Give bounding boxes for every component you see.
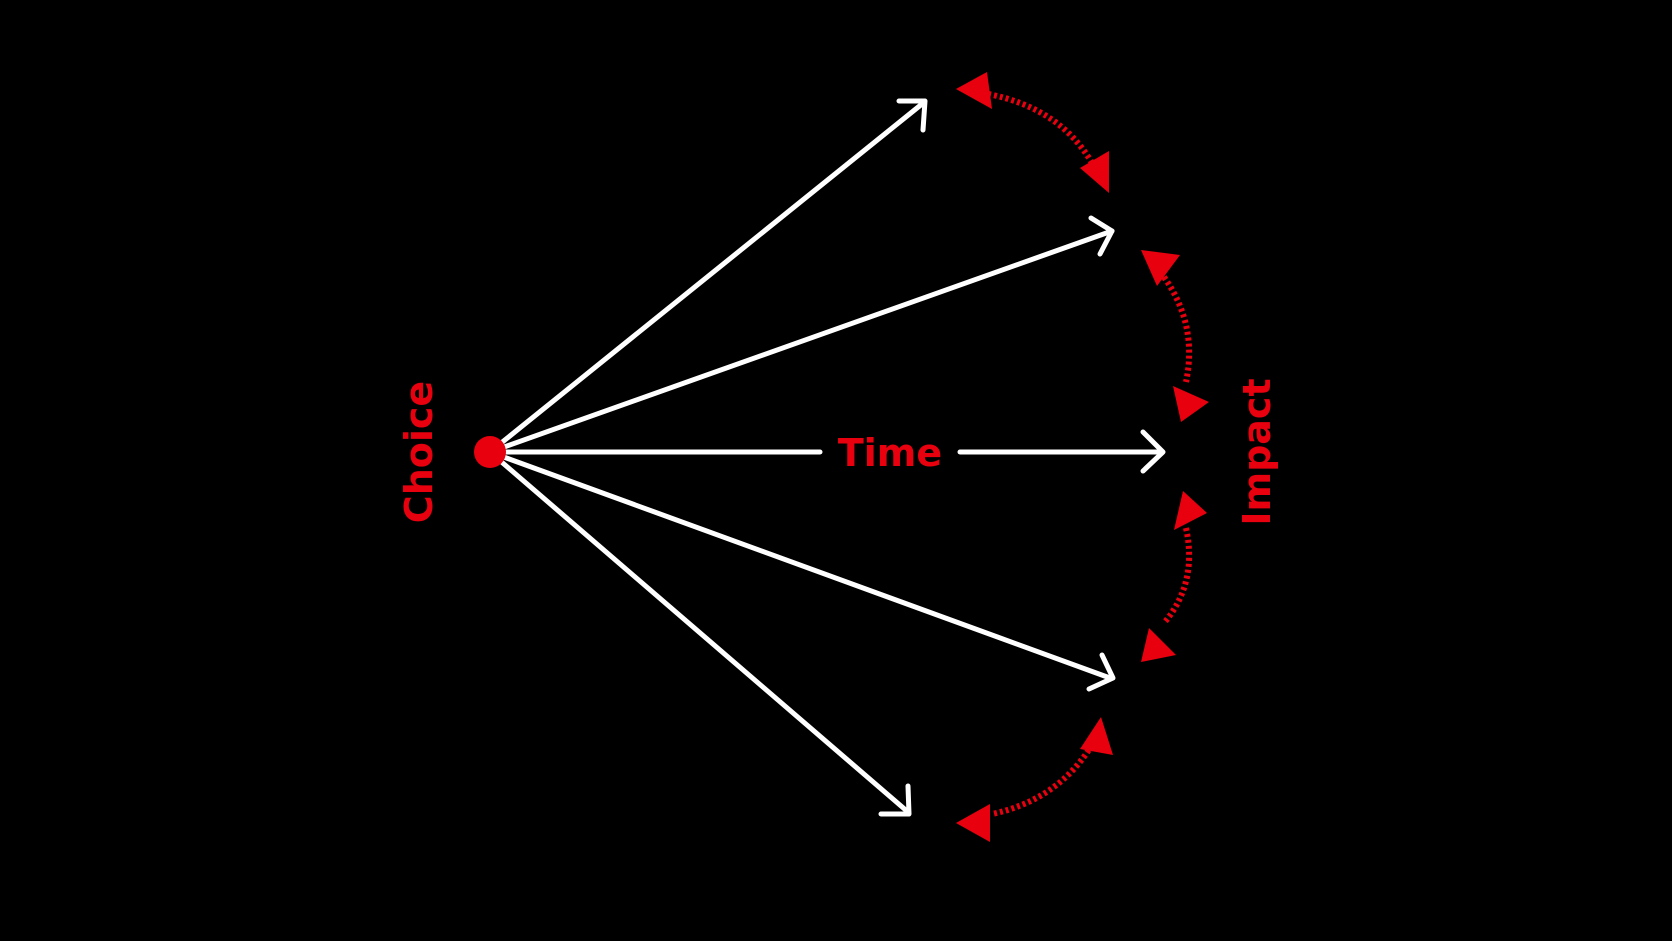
ray-middle-arrowhead [1140, 429, 1166, 474]
ray-upper [487, 228, 1115, 455]
choice-label: Choice [397, 381, 441, 523]
ray-upper-arrowhead [1088, 215, 1115, 257]
connector-4-arrowhead-start [1080, 717, 1113, 755]
connector-1 [987, 91, 1095, 165]
ray-bottom-arrowhead [878, 783, 912, 817]
connector-1-arrowhead-end [1080, 151, 1109, 193]
connector-4 [991, 743, 1095, 817]
time-label: Time [838, 431, 942, 475]
ray-lower [487, 449, 1113, 681]
ray-lower-arrowhead [1086, 652, 1116, 692]
connector-1-arrowhead-start [956, 72, 992, 109]
connector-4-arrowhead-end [956, 804, 990, 842]
ray-top [487, 101, 925, 455]
connector-3 [1161, 527, 1193, 625]
connectors [956, 72, 1209, 842]
rays [487, 98, 1166, 817]
impact-label: Impact [1235, 378, 1279, 525]
connector-2 [1161, 275, 1193, 383]
ray-top-arrowhead [896, 98, 928, 133]
connector-3-arrowhead-start [1174, 491, 1207, 530]
connector-3-arrowhead-end [1141, 628, 1176, 662]
choice-origin-dot [474, 436, 506, 468]
ray-bottom [487, 449, 911, 815]
connector-2-arrowhead-start [1141, 250, 1180, 286]
connector-2-arrowhead-end [1173, 386, 1209, 422]
